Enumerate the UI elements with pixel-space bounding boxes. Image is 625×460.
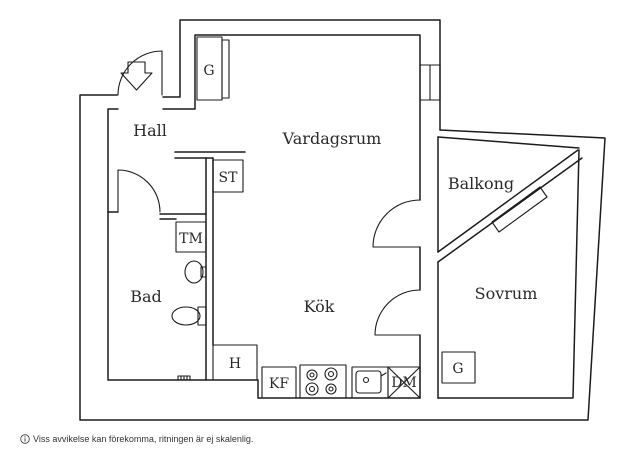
dishwasher-label: DM (391, 375, 417, 391)
fridge-freezer-label: KF (269, 376, 289, 392)
closet-hall-label: G (203, 63, 214, 79)
closet-hall (196, 36, 223, 101)
floor-plan: G ST TM H KF DM (79, 19, 606, 421)
entrance-door (117, 50, 163, 96)
storage-label: ST (219, 170, 239, 186)
bath-door (117, 169, 161, 213)
sink-icon (351, 366, 389, 399)
shelf-label: H (229, 356, 241, 372)
entrance-arrow-icon (120, 61, 153, 91)
room-vardagsrum-label: Vardagsrum (282, 129, 382, 148)
washing-machine (175, 221, 207, 253)
closet-bedroom-label: G (452, 361, 463, 377)
dishwasher (387, 366, 421, 399)
toilet-icon (171, 306, 207, 326)
bedroom-door (374, 289, 421, 336)
room-sovrum-label: Sovrum (475, 284, 538, 303)
inner-walls (107, 34, 583, 399)
storage-box (212, 159, 244, 193)
stove-icon (299, 364, 347, 399)
disclaimer: Viss avvikelse kan förekomma, ritningen … (20, 432, 253, 446)
room-balkong-label: Balkong (448, 174, 514, 193)
shelf-box (212, 344, 258, 381)
disclaimer-text: Viss avvikelse kan förekomma, ritningen … (33, 434, 254, 444)
closet-bedroom (441, 351, 476, 384)
outer-walls (79, 19, 606, 421)
room-bad-label: Bad (130, 287, 162, 306)
windows (221, 39, 548, 233)
room-hall-label: Hall (133, 121, 167, 140)
info-icon (20, 434, 30, 444)
floor-drain-icon (177, 375, 191, 381)
room-kok-label: Kök (304, 297, 335, 316)
fridge-freezer (261, 366, 297, 399)
washing-machine-label: TM (179, 231, 203, 247)
balcony-door (372, 199, 421, 248)
washbasin-icon (184, 260, 207, 284)
